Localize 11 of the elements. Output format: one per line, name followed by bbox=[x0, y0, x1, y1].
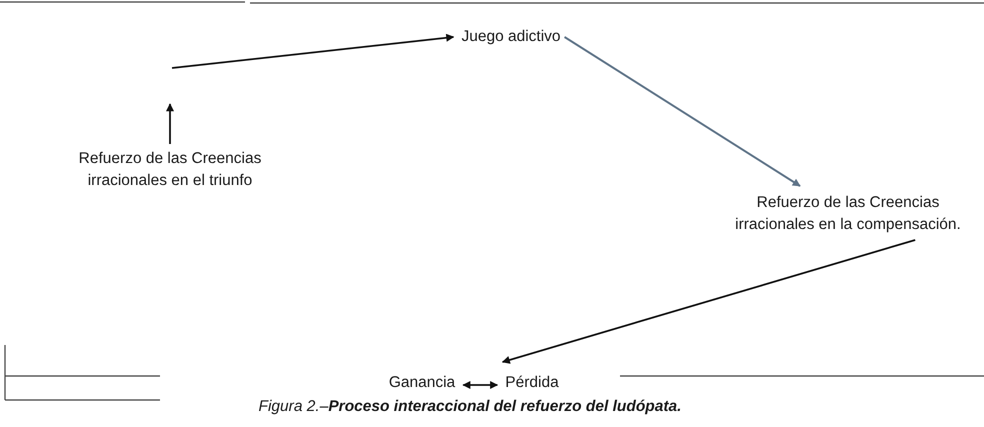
arrow bbox=[166, 103, 174, 144]
arrow bbox=[564, 36, 801, 187]
arrow bbox=[502, 239, 916, 364]
node-text: Pérdida bbox=[505, 372, 559, 394]
figure-caption: Figura 2.–Proceso interaccional del refuerzo del ludópata. bbox=[258, 398, 682, 416]
arrow bbox=[172, 34, 454, 69]
node-text: Refuerzo de las Creencias irracionales en el triunfo bbox=[60, 148, 280, 192]
node-text: Refuerzo de las Creencias irracionales en la compensación. bbox=[728, 192, 968, 236]
node-text: Ganancia bbox=[388, 372, 456, 394]
node-text: Juego adictivo bbox=[461, 26, 561, 48]
arrow bbox=[462, 381, 498, 389]
